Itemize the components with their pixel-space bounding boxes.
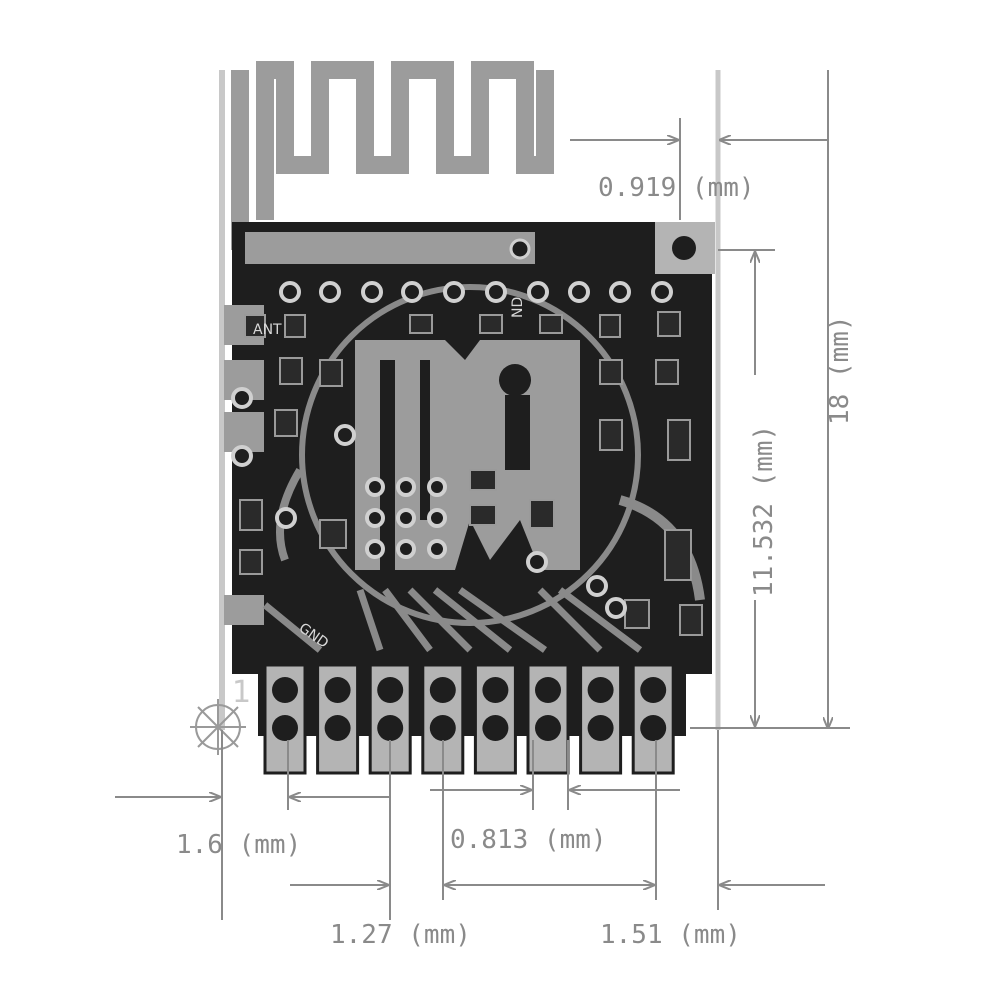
dim-0813: 0.813 (mm): [450, 825, 607, 855]
header-pin-8: [631, 663, 675, 775]
via-grid: [365, 477, 447, 559]
header-pin-6: [526, 663, 570, 775]
ant-label: ANT: [253, 322, 282, 338]
smd-components: [239, 311, 703, 636]
dim-18: 18 (mm): [825, 315, 855, 425]
dimension-labels: 0.919 (mm) 18 (mm) 11.532 (mm) 1.6 (mm) …: [176, 173, 855, 950]
header-pin-1: [263, 663, 307, 775]
pcb-board: [224, 222, 715, 674]
origin-marker: [190, 699, 246, 755]
dim-0919: 0.919 (mm): [598, 173, 755, 203]
header-pin-2: [316, 663, 360, 775]
via-row: [279, 281, 673, 303]
dim-11532: 11.532 (mm): [749, 425, 779, 597]
nd-label: ND: [510, 297, 526, 318]
antenna-trace: [231, 61, 554, 250]
pin-header: [258, 658, 686, 775]
dim-127: 1.27 (mm): [330, 920, 471, 950]
dimension-lines: [115, 70, 850, 920]
dim-151: 1.51 (mm): [600, 920, 741, 950]
header-pin-7: [579, 663, 623, 775]
header-pin-5: [473, 663, 517, 775]
dim-16: 1.6 (mm): [176, 830, 301, 860]
pin1-label: 1: [232, 675, 251, 710]
vias: [231, 387, 627, 619]
antenna-area: [219, 61, 721, 730]
